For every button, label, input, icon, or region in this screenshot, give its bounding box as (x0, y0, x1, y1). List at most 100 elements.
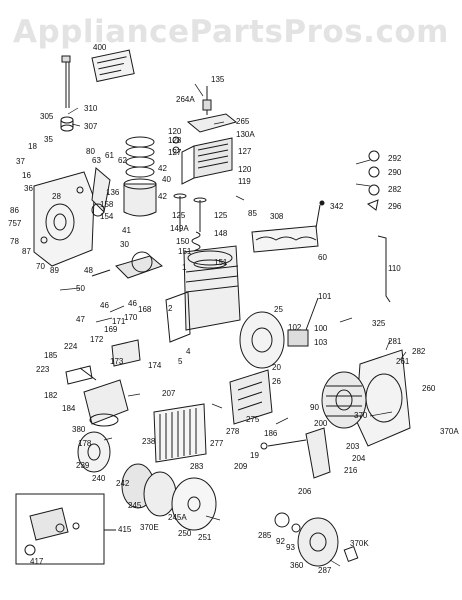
blower-back-part (239, 311, 285, 369)
connecting-rod-part (91, 167, 111, 217)
label-103: 103 (314, 338, 328, 347)
label-370a: 370A (440, 427, 459, 436)
label-125-left: 125 (172, 211, 186, 220)
label-101: 101 (318, 292, 332, 301)
leader-lines (59, 83, 407, 567)
crankcase-cover-part (33, 171, 95, 267)
label-296: 296 (388, 202, 402, 211)
label-20: 20 (272, 363, 281, 372)
label-120: 120 (168, 127, 182, 136)
label-260: 260 (422, 384, 436, 393)
label-415: 415 (118, 525, 132, 534)
label-30: 30 (120, 240, 129, 249)
label-130a: 130A (236, 130, 255, 139)
label-151-left: 151 (178, 247, 192, 256)
intake-manifold-part (111, 339, 141, 367)
label-25: 25 (274, 305, 283, 314)
label-242: 242 (116, 479, 130, 488)
label-275: 275 (246, 415, 260, 424)
label-250: 250 (178, 529, 192, 538)
crankshaft-part (91, 251, 163, 279)
label-287: 287 (318, 566, 332, 575)
label-308: 308 (270, 212, 284, 221)
label-151-right: 151 (214, 258, 228, 267)
label-135: 135 (211, 75, 225, 84)
label-282-right: 282 (412, 347, 426, 356)
label-400: 400 (93, 43, 107, 52)
label-285: 285 (258, 531, 272, 540)
air-cleaner-housing-part (229, 369, 273, 425)
label-47: 47 (76, 315, 85, 324)
label-203: 203 (346, 442, 360, 451)
dipstick-tube-part (60, 55, 74, 132)
label-170: 170 (124, 313, 138, 322)
label-757: 757 (8, 219, 22, 228)
label-292: 292 (388, 154, 402, 163)
label-4: 4 (186, 347, 191, 356)
label-281: 281 (388, 337, 402, 346)
label-42-top: 42 (158, 164, 167, 173)
label-37: 37 (16, 157, 25, 166)
label-182: 182 (44, 391, 58, 400)
carburetor-part (79, 367, 129, 427)
label-26: 26 (272, 377, 281, 386)
label-148: 148 (214, 229, 228, 238)
label-172: 172 (90, 335, 104, 344)
label-224: 224 (64, 342, 78, 351)
flywheel-part (321, 371, 367, 429)
label-36: 36 (24, 184, 33, 193)
label-169: 169 (104, 325, 118, 334)
label-62: 62 (118, 156, 127, 165)
label-70: 70 (36, 262, 45, 271)
label-310: 310 (84, 104, 98, 113)
label-206: 206 (298, 487, 312, 496)
label-204: 204 (352, 454, 366, 463)
label-46-right: 46 (128, 299, 137, 308)
piston-rings-part (123, 136, 157, 217)
label-223: 223 (36, 365, 50, 374)
label-265: 265 (236, 117, 250, 126)
label-186: 186 (264, 429, 278, 438)
label-168: 168 (138, 305, 152, 314)
label-149a: 149A (170, 224, 189, 233)
label-120-right: 120 (238, 165, 252, 174)
label-380: 380 (72, 425, 86, 434)
label-307: 307 (84, 122, 98, 131)
label-251: 251 (198, 533, 212, 542)
site-watermark: AppliancePartsPros.com (13, 14, 449, 50)
label-240: 240 (92, 474, 106, 483)
label-283: 283 (190, 462, 204, 471)
label-370: 370 (354, 411, 368, 420)
label-216: 216 (344, 466, 358, 475)
label-290: 290 (388, 168, 402, 177)
label-277: 277 (210, 439, 224, 448)
label-100: 100 (314, 324, 328, 333)
label-174: 174 (148, 361, 162, 370)
label-184: 184 (62, 404, 76, 413)
label-78: 78 (10, 237, 19, 246)
gasket-kit-part (91, 49, 135, 83)
label-200: 200 (314, 419, 328, 428)
label-207: 207 (162, 389, 176, 398)
label-5: 5 (178, 357, 183, 366)
label-127-left: 127 (168, 148, 182, 157)
air-cleaner-base-part (77, 431, 111, 473)
label-92: 92 (276, 537, 285, 546)
throttle-rod-part (377, 235, 391, 303)
label-28: 28 (52, 192, 61, 201)
label-86: 86 (10, 206, 19, 215)
label-245a: 245A (168, 513, 187, 522)
label-40: 40 (162, 175, 171, 184)
label-46-left: 46 (100, 301, 109, 310)
cylinder-head-part (172, 86, 238, 185)
gasket-part (343, 546, 359, 562)
label-278: 278 (226, 427, 240, 436)
label-48: 48 (84, 266, 93, 275)
label-173: 173 (110, 357, 124, 366)
filter-cover-part (121, 463, 217, 531)
label-127-right: 127 (238, 147, 252, 156)
label-42-bottom: 42 (158, 192, 167, 201)
label-325: 325 (372, 319, 386, 328)
label-35: 35 (44, 135, 53, 144)
